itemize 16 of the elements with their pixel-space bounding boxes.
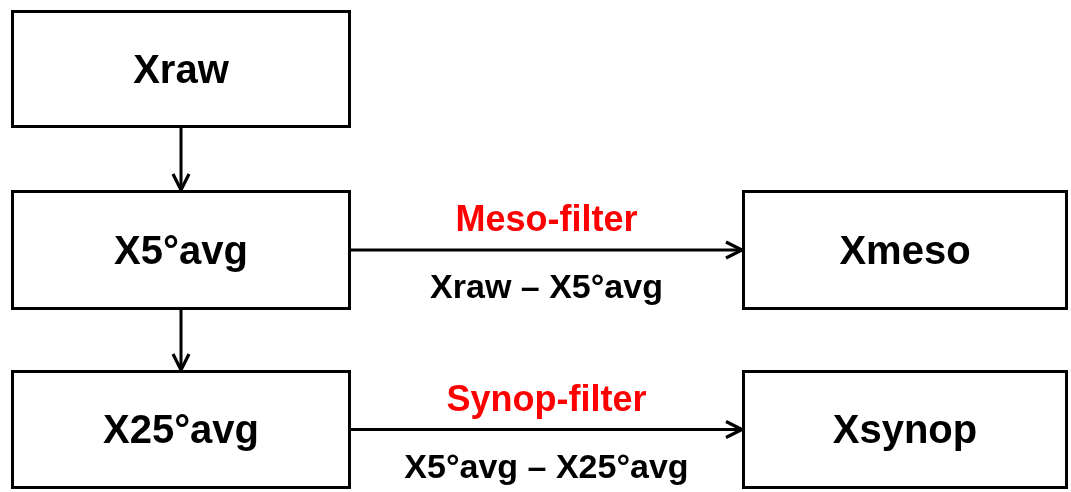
- process-box: [742, 370, 1068, 489]
- node-label: Xmeso: [839, 227, 971, 273]
- process-box: [11, 190, 351, 310]
- node-label: Xsynop: [832, 407, 978, 452]
- process-box: [11, 10, 351, 128]
- node-label: X25°avg: [102, 407, 260, 452]
- node-label: X5°avg: [114, 227, 248, 273]
- arrow: [351, 240, 744, 260]
- process-box: [742, 190, 1068, 310]
- arrow: [351, 419, 744, 440]
- process-box: [11, 370, 351, 489]
- node-label: Xraw: [133, 46, 229, 92]
- arrow: [171, 310, 191, 372]
- formula-label: Xraw – X5°avg: [430, 267, 663, 306]
- arrow: [171, 128, 191, 192]
- formula-label: X5°avg – X25°avg: [404, 446, 689, 486]
